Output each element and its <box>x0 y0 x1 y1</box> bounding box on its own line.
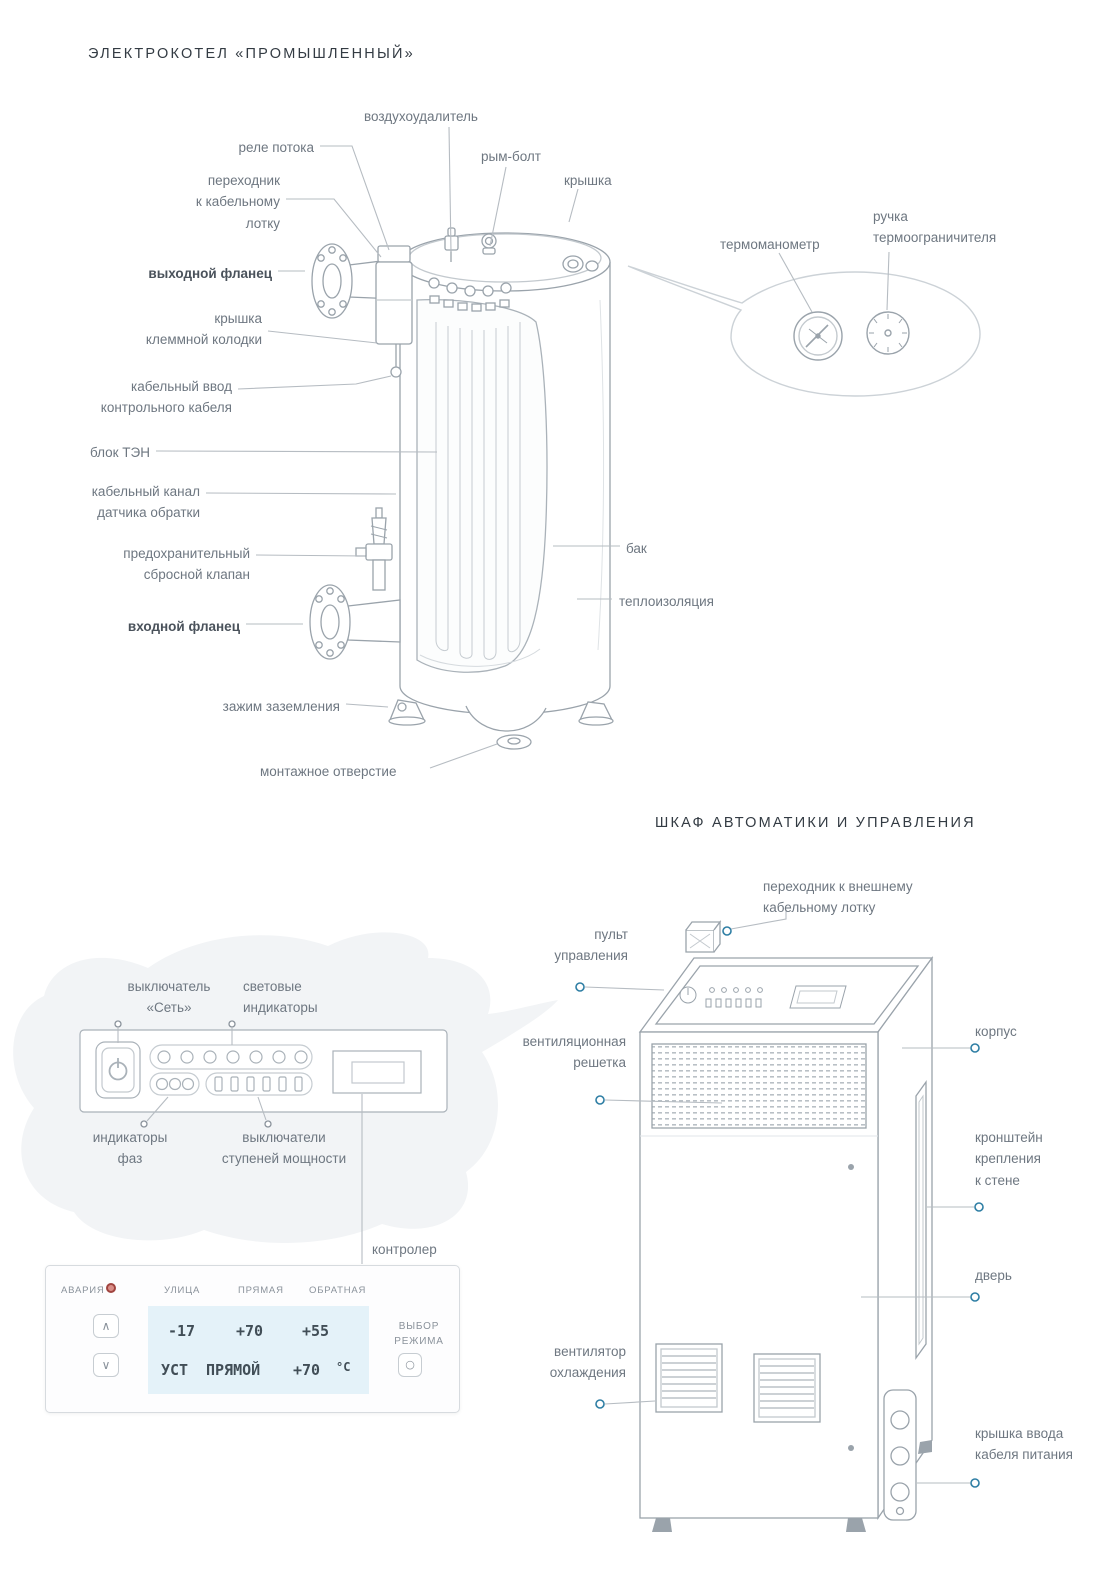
label-eye-bolt: рым-болт <box>481 149 541 164</box>
fan-grilles <box>655 1343 821 1423</box>
cabinet-illustration <box>638 920 934 1532</box>
label-inlet-flange: входной фланец <box>127 619 240 634</box>
label-cooling-fan: вентилятор охлаждения <box>549 1344 626 1381</box>
label-flow-relay: реле потока <box>238 140 314 155</box>
mode-select-button: ○ <box>398 1353 422 1377</box>
label-external-tray-adapter: переходник к внешнему кабельному лотку <box>763 879 913 916</box>
label-wall-bracket: кронштейн крепления к стене <box>975 1130 1043 1188</box>
label-return-sensor-duct: кабельный канал датчика обратки <box>91 484 200 521</box>
label-controller: контролер <box>372 1242 437 1257</box>
top-panel <box>654 965 920 1025</box>
label-terminal-cover: крышка клеммной колодки <box>145 311 262 348</box>
marker-dots <box>575 926 984 1488</box>
label-output-flange: выходной фланец <box>148 266 272 281</box>
safety-valve-part <box>355 507 393 591</box>
feet <box>388 699 614 726</box>
cabinet-feet <box>652 1440 932 1532</box>
boiler-section-title: ЭЛЕКТРОКОТЕЛ «ПРОМЫШЛЕННЫЙ» <box>88 46 415 62</box>
heating-tubes <box>435 322 521 660</box>
label-insulation: теплоизоляция <box>619 594 714 609</box>
panel-marker-dots <box>114 1020 272 1128</box>
thermomanometer-gauge <box>793 311 843 361</box>
cable-cover-part <box>883 1389 917 1521</box>
grille-part <box>651 1043 867 1129</box>
cabinet-section-title: ШКАФ АВТОМАТИКИ И УПРАВЛЕНИЯ <box>655 815 976 831</box>
label-power-switch: выключатель «Сеть» <box>127 979 211 1016</box>
leader-lines <box>117 126 974 1484</box>
label-indicators: световые индикаторы <box>243 979 318 1016</box>
label-door: дверь <box>975 1268 1012 1283</box>
alarm-label: АВАРИЯ <box>61 1285 105 1296</box>
inlet-flange-part <box>309 584 401 660</box>
set-unit: °C <box>336 1360 351 1374</box>
label-mounting-hole: монтажное отверстие <box>260 764 397 779</box>
label-step-switches: выключатели ступеней мощности <box>221 1130 347 1167</box>
value-street: -17 <box>168 1322 196 1340</box>
label-cable-entry-cover: крышка ввода кабеля питания <box>975 1426 1073 1463</box>
panel-callout <box>13 932 558 1243</box>
value-return: +55 <box>302 1322 330 1340</box>
column-direct: ПРЯМАЯ <box>238 1285 284 1296</box>
label-control-cable-entry: кабельный ввод контрольного кабеля <box>100 379 232 416</box>
column-street: УЛИЦА <box>164 1285 201 1296</box>
label-phase-indicators: индикаторы фаз <box>92 1130 168 1167</box>
label-heater-block: блок ТЭН <box>89 445 150 460</box>
limiter-handle-gauge <box>866 311 910 355</box>
lcd-display: -17 +70 +55 УСТ ПРЯМОЙ +70 °C <box>148 1306 369 1394</box>
label-lid: крышка <box>564 173 612 188</box>
label-limiter-handle: ручка термоограничителя <box>873 209 997 246</box>
controller-panel: АВАРИЯ УЛИЦА ПРЯМАЯ ОБРАТНАЯ ∧ ∨ -17 +70… <box>45 1265 460 1413</box>
label-air-vent: воздухоудалитель <box>364 109 478 124</box>
set-mode: ПРЯМОЙ <box>206 1361 261 1379</box>
label-cable-tray-adapter: переходник к кабельному лотку <box>195 173 280 231</box>
bracket-part <box>915 1079 927 1361</box>
label-control-panel: пульт управления <box>554 927 628 964</box>
label-thermomanometer: термоманометр <box>720 237 820 252</box>
label-vent-grille: вентиляционная решетка <box>522 1034 626 1071</box>
switch-panel <box>79 1029 448 1113</box>
down-button: ∨ <box>93 1353 119 1377</box>
set-value: +70 <box>293 1361 321 1379</box>
mounting-cone <box>465 705 547 750</box>
label-ground-clamp: зажим заземления <box>222 699 340 714</box>
boiler-illustration <box>309 227 614 750</box>
air-vent-part <box>444 227 459 262</box>
mode-select-label: ВЫБОР РЕЖИМА <box>394 1321 444 1347</box>
label-body: корпус <box>975 1024 1017 1039</box>
column-return: ОБРАТНАЯ <box>309 1285 367 1296</box>
up-button: ∧ <box>93 1314 119 1338</box>
alarm-indicator <box>106 1283 116 1293</box>
label-tank: бак <box>626 541 647 556</box>
element-studs <box>428 277 512 312</box>
adapter-part <box>685 920 722 953</box>
gauge-callout <box>627 265 981 397</box>
value-direct: +70 <box>236 1322 264 1340</box>
terminal-box-part <box>375 245 413 378</box>
label-safety-valve: предохранительный сбросной клапан <box>123 546 250 583</box>
top-fittings <box>562 255 599 273</box>
set-label: УСТ <box>161 1361 189 1379</box>
eye-bolt-part <box>481 233 497 255</box>
